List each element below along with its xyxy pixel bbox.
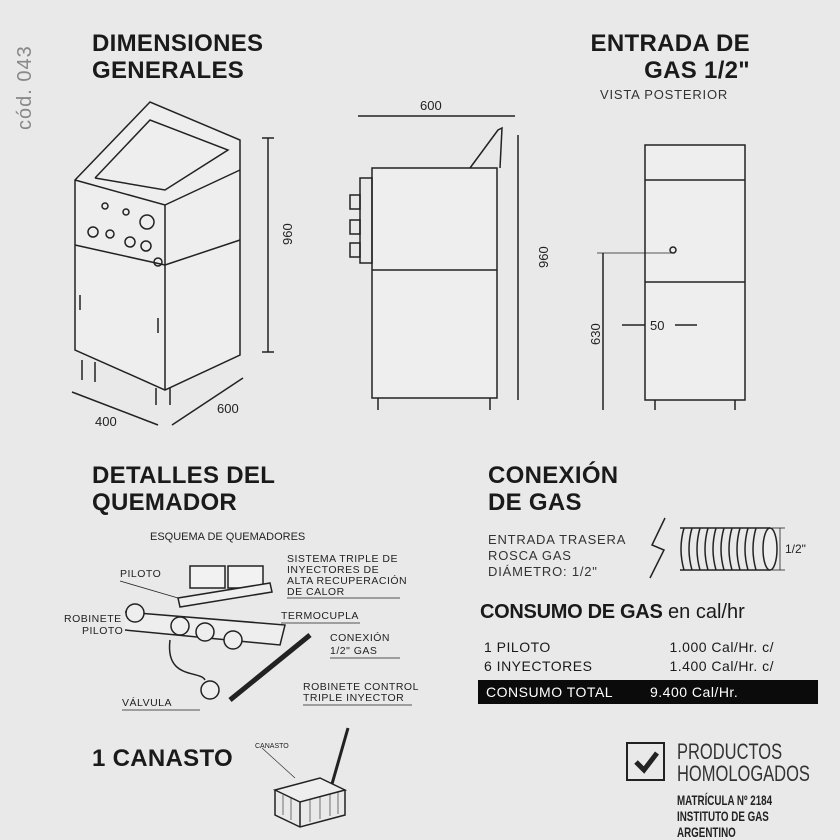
certification-line1: PRODUCTOS [677,739,783,764]
connection-desc-3: DIÁMETRO: 1/2" [488,564,598,579]
consumption-total-value: 9.400 Cal/Hr. [650,684,739,700]
label-robinete-piloto-2: PILOTO [82,625,123,637]
certification-text: PRODUCTOS HOMOLOGADOS [677,741,840,785]
certification-line2: HOMOLOGADOS [677,761,810,786]
consumption-row: 1 PILOTO 1.000 Cal/Hr. c/ [484,639,774,655]
connection-desc-2: ROSCA GAS [488,548,572,563]
basket-title: 1 CANASTO [92,745,233,772]
label-conexion-1: CONEXIÓN [330,631,390,644]
label-sistema-1: SISTEMA TRIPLE DE [287,553,398,565]
consumption-row: 6 INYECTORES 1.400 Cal/Hr. c/ [484,658,774,674]
connection-title-line1: CONEXIÓN [488,462,619,489]
label-termocupla: TERMOCUPLA [281,610,359,622]
consumption-total-label: CONSUMO TOTAL [486,684,614,700]
consumption-row-value: 1.000 Cal/Hr. c/ [669,639,774,655]
label-sistema-2: INYECTORES DE [287,564,379,576]
basket-label: CANASTO [255,743,289,750]
consumption-row-label: 6 INYECTORES [484,658,593,674]
dimensions-title-line2: GENERALES [92,57,245,84]
hose-diameter: 1/2" [785,542,806,556]
side-dim-600: 600 [420,98,442,113]
burner-title-line1: DETALLES DEL [92,462,276,489]
label-conexion-2: 1/2" GAS [330,645,377,657]
gas-inlet-title-line1: ENTRADA DE [590,30,750,57]
certification-institute: INSTITUTO DE GAS ARGENTINO [677,808,769,840]
leader-lines [119,580,412,711]
gas-inlet-title: ENTRADA DE GAS 1/2" [560,30,750,84]
burner-title-line2: QUEMADOR [92,489,238,516]
label-piloto: PILOTO [120,568,161,580]
dim-height-960: 960 [280,223,295,245]
label-sistema-3: ALTA RECUPERACIÓN [287,574,407,587]
dimensions-title-line1: DIMENSIONES [92,30,264,57]
dim-width-400: 400 [95,414,117,429]
gas-inlet-title-line2: GAS 1/2" [644,57,750,84]
consumption-title-bold: CONSUMO DE GAS [480,601,663,623]
gas-hose-drawing [649,517,785,579]
certification-matricula: MATRÍCULA Nº 2184 [677,792,773,808]
dimensions-title: DIMENSIONES GENERALES [92,30,263,84]
burner-schema-drawing [124,565,312,702]
schema-title: ESQUEMA DE QUEMADORES [150,531,305,543]
fryer-rear-view [597,144,746,410]
label-robinete-control-2: TRIPLE INYECTOR [303,692,404,704]
connection-title-line2: DE GAS [488,489,582,516]
rear-dim-630: 630 [588,323,603,345]
label-robinete-piloto-1: ROBINETE [64,613,122,625]
dim-depth-600: 600 [217,401,239,416]
side-dim-960: 960 [536,246,551,268]
certification-check-icon [626,742,665,781]
basket-drawing [261,727,350,828]
consumption-total-bar: CONSUMO TOTAL 9.400 Cal/Hr. [478,680,818,704]
fryer-3d-drawing [71,101,274,426]
label-robinete-control-1: ROBINETE CONTROL [303,681,419,693]
certification-registry: MATRÍCULA Nº 2184 INSTITUTO DE GAS ARGEN… [677,792,840,840]
connection-description: ENTRADA TRASERA ROSCA GAS DIÁMETRO: 1/2" [488,532,626,580]
burner-title: DETALLES DEL QUEMADOR [92,462,275,516]
connection-desc-1: ENTRADA TRASERA [488,532,627,547]
consumption-title-unit: en cal/hr [668,601,745,623]
label-valvula: VÁLVULA [122,696,172,709]
label-sistema-4: DE CALOR [287,586,345,598]
consumption-row-value: 1.400 Cal/Hr. c/ [669,658,774,674]
consumption-title: CONSUMO DE GAS en cal/hr [480,601,745,624]
rear-dim-50: 50 [650,318,664,333]
rear-view-label: VISTA POSTERIOR [600,87,729,102]
consumption-row-label: 1 PILOTO [484,639,551,655]
fryer-side-view [349,115,519,410]
connection-title: CONEXIÓN DE GAS [488,462,618,516]
